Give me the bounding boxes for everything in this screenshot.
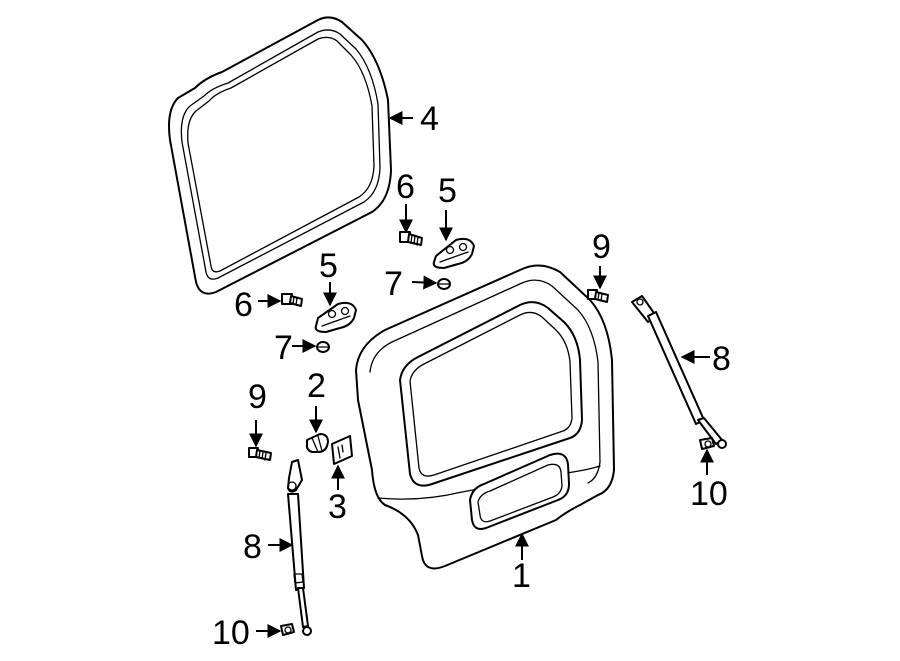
stud-right bbox=[587, 289, 609, 303]
nut-lower bbox=[316, 341, 330, 353]
callout-8-right: 8 bbox=[712, 340, 731, 378]
callout-6-lower: 6 bbox=[234, 286, 253, 324]
callout-5-lower: 5 bbox=[319, 247, 338, 285]
callout-7-upper: 7 bbox=[384, 265, 403, 303]
callout-7-lower: 7 bbox=[274, 329, 293, 367]
nut-10-right bbox=[699, 437, 715, 450]
callout-labels: 4 5 6 7 5 6 7 9 8 10 9 2 3 1 8 10 bbox=[212, 100, 731, 652]
striker-plate bbox=[331, 435, 353, 465]
stud-left bbox=[248, 447, 272, 461]
bolt-lower bbox=[281, 293, 303, 307]
callout-9-left: 9 bbox=[248, 378, 267, 416]
callout-9-right: 9 bbox=[592, 228, 611, 266]
bolt-upper bbox=[399, 231, 423, 246]
callout-10-left: 10 bbox=[212, 614, 250, 652]
callout-5-upper: 5 bbox=[438, 172, 457, 210]
callout-1: 1 bbox=[512, 557, 531, 595]
callout-3: 3 bbox=[328, 488, 347, 526]
nut-10-left bbox=[280, 623, 295, 636]
callout-10-right: 10 bbox=[690, 475, 728, 513]
weatherstrip-seal bbox=[168, 16, 392, 295]
liftgate-panel bbox=[355, 264, 615, 570]
support-strut-left bbox=[287, 459, 312, 636]
bumper-stop bbox=[305, 433, 329, 453]
callout-2: 2 bbox=[307, 367, 326, 405]
callout-8-left: 8 bbox=[243, 528, 262, 566]
hinge-upper bbox=[432, 237, 475, 269]
leader-arrows bbox=[249, 111, 714, 638]
callout-4: 4 bbox=[420, 100, 439, 138]
hinge-lower bbox=[314, 301, 357, 333]
support-strut-right bbox=[631, 295, 727, 449]
callout-6-upper: 6 bbox=[396, 168, 415, 206]
nut-upper bbox=[437, 278, 451, 290]
